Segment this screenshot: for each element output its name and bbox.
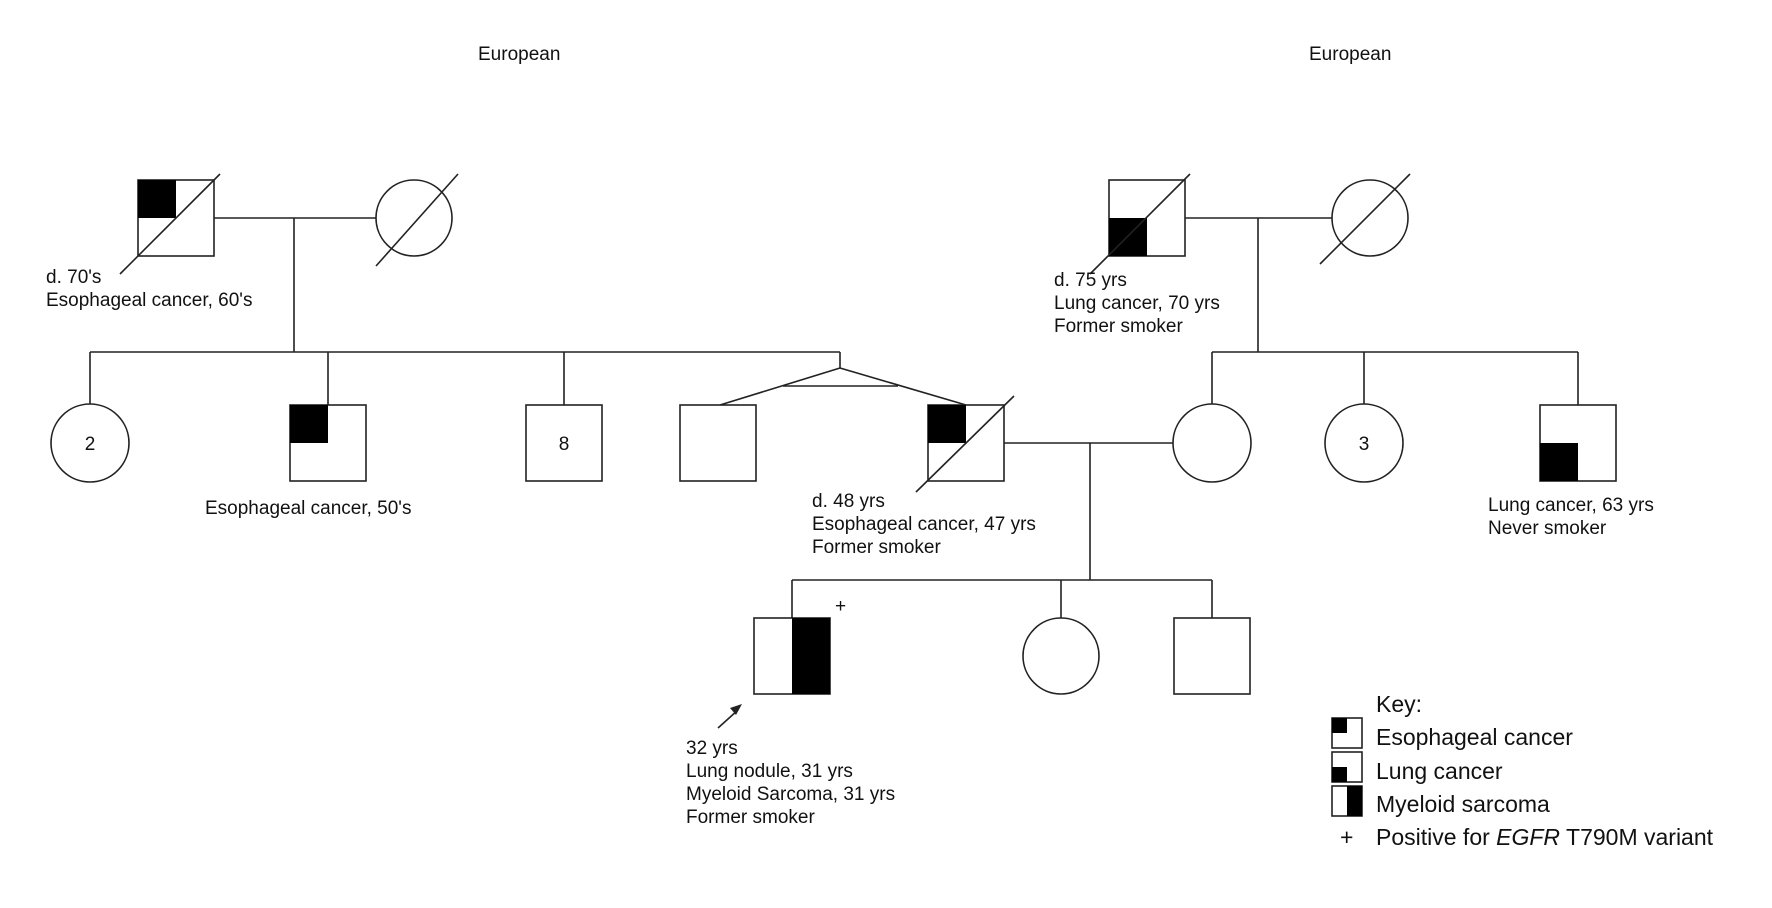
legend-egfr-label: Positive for EGFR T790M variant — [1376, 824, 1714, 850]
father-line-3: Former smoker — [812, 537, 941, 558]
legend-lung-label: Lung cancer — [1376, 758, 1503, 784]
paternal-aunts: 2 — [50, 403, 130, 483]
proband-arrow — [717, 704, 742, 729]
pat-grandfather-line-1: d. 70's — [46, 267, 101, 288]
pat-uncles-count: 8 — [559, 434, 570, 455]
twin-line-left — [719, 367, 841, 406]
twin-line-right — [839, 367, 967, 406]
father — [915, 395, 1015, 493]
proband-line-1: 32 yrs — [686, 738, 738, 759]
paternal-grandfather — [119, 173, 221, 275]
legend-plus-symbol: + — [1340, 824, 1353, 850]
legend-title: Key: — [1376, 691, 1422, 717]
legend-esophageal-icon — [1331, 717, 1363, 749]
paternal-ethnicity: European — [478, 44, 560, 65]
proband-line-4: Former smoker — [686, 807, 815, 828]
mat-grandfather-line-3: Former smoker — [1054, 316, 1183, 337]
pat-uncle-label: Esophageal cancer, 50's — [205, 498, 411, 519]
paternal-uncles: 8 — [525, 404, 603, 482]
legend-esophageal-label: Esophageal cancer — [1376, 724, 1573, 750]
legend-myeloid-icon — [1331, 785, 1363, 817]
proband-line-3: Myeloid Sarcoma, 31 yrs — [686, 784, 895, 805]
father-line-1: d. 48 yrs — [812, 491, 885, 512]
brother — [1173, 617, 1251, 695]
maternal-aunts: 3 — [1324, 403, 1404, 483]
paternal-uncle-esophageal — [289, 404, 367, 482]
legend-egfr-suffix: T790M variant — [1560, 824, 1714, 850]
mother — [1172, 403, 1252, 483]
paternal-grandmother — [375, 173, 459, 267]
father-twin-brother — [679, 404, 757, 482]
legend-myeloid-label: Myeloid sarcoma — [1376, 791, 1550, 817]
proband-line-2: Lung nodule, 31 yrs — [686, 761, 853, 782]
father-line-2: Esophageal cancer, 47 yrs — [812, 514, 1036, 535]
legend: Key: Esophageal cancer Lung cancer Myelo… — [1331, 691, 1714, 850]
mat-aunts-count: 3 — [1359, 434, 1370, 455]
legend-egfr-gene: EGFR — [1496, 824, 1560, 850]
mat-grandfather-line-2: Lung cancer, 70 yrs — [1054, 293, 1220, 314]
mat-grandfather-line-1: d. 75 yrs — [1054, 270, 1127, 291]
maternal-grandfather — [1089, 173, 1191, 275]
legend-lung-icon — [1331, 751, 1363, 783]
proband-egfr-marker: + — [835, 596, 846, 617]
pat-aunts-count: 2 — [85, 434, 96, 455]
mat-uncle-line-2: Never smoker — [1488, 518, 1607, 539]
pat-grandfather-line-2: Esophageal cancer, 60's — [46, 290, 252, 311]
mat-uncle-line-1: Lung cancer, 63 yrs — [1488, 495, 1654, 516]
maternal-uncle-lung — [1539, 404, 1617, 482]
sister — [1022, 617, 1100, 695]
legend-egfr-prefix: Positive for — [1376, 824, 1496, 850]
maternal-ethnicity: European — [1309, 44, 1391, 65]
proband — [753, 617, 831, 695]
maternal-grandmother — [1319, 173, 1411, 265]
